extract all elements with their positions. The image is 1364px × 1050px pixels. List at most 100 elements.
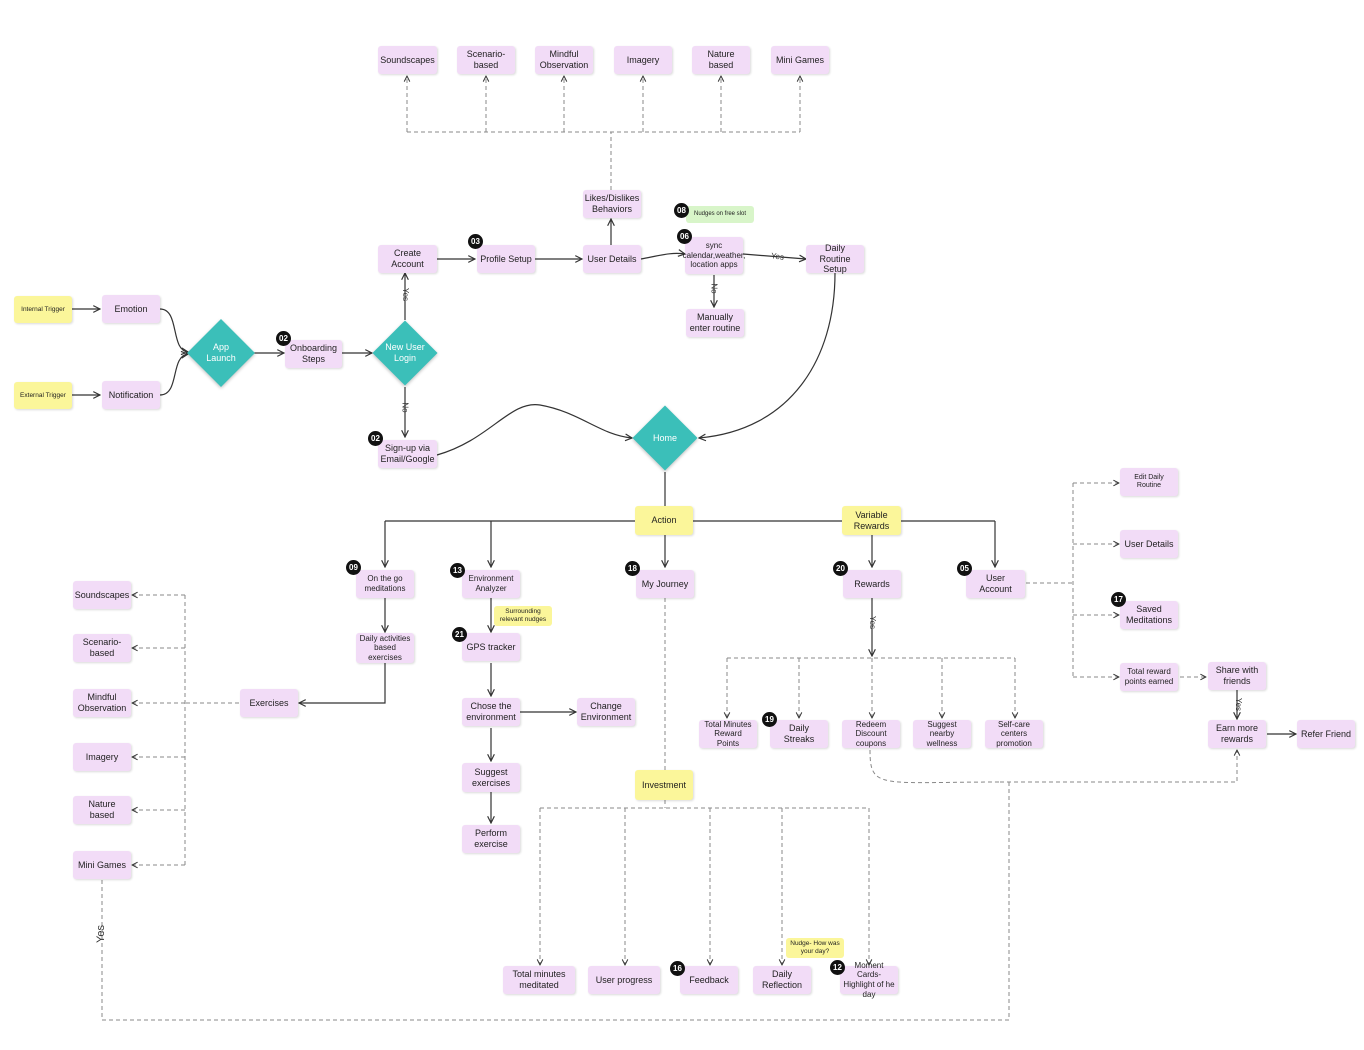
action-node: Action (635, 506, 693, 535)
rewards-node: Rewards (843, 570, 901, 598)
surrounding-nudges-label: Surrounding relevant nudges (499, 608, 547, 623)
app-launch-label: App Launch (206, 342, 236, 363)
surrounding-nudges-note: Surrounding relevant nudges (494, 606, 552, 626)
badge-on-the-go: 09 (346, 560, 361, 575)
earn-more-rewards-node: Earn more rewards (1208, 720, 1266, 748)
user-account-label: User Account (979, 573, 1012, 594)
onboarding-steps-node: Onboarding Steps (285, 340, 342, 368)
total-reward-points-node: Total reward points earned (1120, 663, 1178, 691)
badge-gps: 21 (452, 627, 467, 642)
badge-environment: 13 (450, 563, 465, 578)
moment-cards-node: Moment Cards- Highlight of he day (840, 961, 898, 999)
left-scenario-node: Scenario-based (73, 634, 131, 662)
saved-meditations-node: Saved Meditations (1120, 601, 1178, 629)
badge-my-journey: 18 (625, 561, 640, 576)
edit-daily-routine-node: Edit Daily Routine (1120, 468, 1178, 496)
top-mindful-node: Mindful Observation (535, 46, 593, 74)
edge-label-yes-minigames: Yes (94, 925, 107, 943)
perform-exercise-node: Perform exercise (462, 825, 520, 853)
internal-trigger-node: Internal Trigger (14, 296, 72, 323)
sync-apps-node: sync calendar,weather, location apps (682, 237, 746, 274)
left-scenario-label: Scenario-based (82, 637, 122, 658)
nudge-reflection-label: Nudge- How was your day? (790, 940, 840, 955)
left-nature-label: Nature based (88, 799, 116, 820)
left-nature-node: Nature based (73, 796, 131, 824)
home-label: Home (652, 432, 677, 443)
create-account-label: Create Account (391, 248, 424, 269)
profile-setup-node: Profile Setup (477, 245, 535, 273)
investment-node: Investment (635, 770, 693, 800)
top-minigames-node: Mini Games (771, 46, 829, 74)
likes-dislikes-node: Likes/Dislikes Behaviors (583, 190, 641, 218)
emotion-node: Emotion (102, 295, 160, 323)
top-soundscapes-label: Soundscapes (380, 54, 435, 65)
user-details-label: User Details (587, 253, 637, 264)
suggest-wellness-node: Suggest nearby wellness (913, 720, 971, 748)
selfcare-promotion-node: Self-care centers promotion (985, 720, 1043, 748)
refer-friend-node: Refer Friend (1297, 720, 1355, 748)
total-minutes-meditated-label: Total minutes meditated (512, 969, 566, 990)
badge-saved: 17 (1111, 592, 1126, 607)
daily-reflection-node: Daily Reflection (753, 966, 811, 994)
top-imagery-node: Imagery (614, 46, 672, 74)
perform-exercise-label: Perform exercise (474, 828, 508, 849)
redeem-coupons-node: Redeem Discount coupons (842, 720, 900, 748)
daily-routine-setup-label: Daily Routine Setup (819, 242, 851, 275)
daily-activities-node: Daily activities based exercises (356, 633, 414, 663)
daily-reflection-label: Daily Reflection (761, 969, 803, 990)
sync-apps-label: sync calendar,weather, location apps (682, 241, 746, 270)
top-nature-label: Nature based (707, 49, 735, 70)
total-minutes-reward-label: Total Minutes Reward Points (704, 719, 752, 748)
onboarding-label: Onboarding Steps (289, 343, 338, 364)
selfcare-promotion-label: Self-care centers promotion (996, 719, 1032, 748)
badge-streaks: 19 (762, 712, 777, 727)
user-account-node: User Account (966, 570, 1025, 598)
notification-label: Notification (108, 389, 154, 400)
top-nature-node: Nature based (692, 46, 750, 74)
change-environment-node: Change Environment (577, 698, 635, 726)
total-minutes-meditated-node: Total minutes meditated (503, 966, 575, 994)
earn-more-rewards-label: Earn more rewards (1215, 723, 1259, 744)
likes-dislikes-label: Likes/Dislikes Behaviors (584, 193, 640, 214)
account-user-details-label: User Details (1124, 538, 1174, 549)
manual-routine-label: Manually enter routine (689, 312, 741, 333)
investment-label: Investment (641, 779, 687, 790)
user-progress-label: User progress (595, 974, 653, 985)
gps-tracker-node: GPS tracker (462, 633, 520, 661)
top-imagery-label: Imagery (626, 54, 660, 65)
edit-daily-routine-label: Edit Daily Routine (1134, 473, 1164, 489)
suggest-exercises-node: Suggest exercises (462, 763, 520, 792)
left-imagery-label: Imagery (85, 751, 119, 762)
left-soundscapes-label: Soundscapes (74, 589, 130, 600)
action-label: Action (651, 515, 677, 526)
feedback-label: Feedback (689, 974, 729, 985)
redeem-coupons-label: Redeem Discount coupons (855, 719, 887, 748)
variable-rewards-label: Variable Rewards (853, 509, 890, 531)
environment-analyzer-node: Environment Analyzer (462, 570, 520, 598)
daily-streaks-label: Daily Streaks (783, 723, 815, 744)
badge-onboarding: 02 (276, 331, 291, 346)
dashed-connectors (101, 76, 1237, 1021)
rewards-label: Rewards (854, 578, 890, 589)
account-user-details-node: User Details (1120, 530, 1178, 558)
top-scenario-node: Scenario-based (457, 46, 515, 74)
refer-friend-label: Refer Friend (1300, 728, 1352, 739)
feedback-node: Feedback (680, 966, 738, 994)
badge-profile: 03 (468, 234, 483, 249)
variable-rewards-node: Variable Rewards (842, 506, 901, 535)
edge-label-yes-routine: Yes (770, 251, 785, 262)
total-minutes-reward-node: Total Minutes Reward Points (699, 720, 757, 748)
left-mindful-node: Mindful Observation (73, 689, 131, 717)
nudge-free-slot-note: Nudges on free slot (686, 206, 754, 223)
on-the-go-node: On the go meditations (356, 570, 414, 598)
top-minigames-label: Mini Games (775, 54, 824, 65)
badge-rewards: 20 (833, 561, 848, 576)
nudge-reflection-note: Nudge- How was your day? (786, 938, 844, 958)
chose-environment-label: Chose the environment (466, 701, 516, 722)
signup-node: Sign-up via Email/Google (378, 440, 437, 468)
daily-streaks-node: Daily Streaks (770, 720, 828, 748)
badge-signup: 02 (368, 431, 383, 446)
left-imagery-node: Imagery (73, 743, 131, 771)
badge-sync: 06 (677, 229, 692, 244)
